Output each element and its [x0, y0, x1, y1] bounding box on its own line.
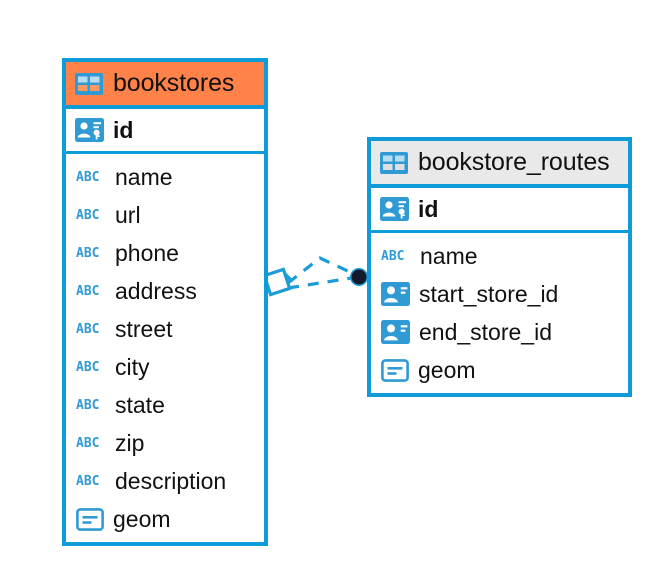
relationship-line-lower — [287, 276, 353, 290]
entity-bookstores[interactable]: bookstores id ABC name — [62, 58, 268, 546]
entity-bookstore-routes-header[interactable]: bookstore_routes — [371, 141, 628, 188]
relationship-source-diamond — [262, 267, 292, 297]
field-label: end_store_id — [419, 318, 552, 345]
relationship-line-upper — [287, 256, 353, 285]
relationship-target-circle — [350, 268, 368, 286]
entity-bookstore-routes-field-list: ABC name start_store_id — [371, 233, 628, 393]
field-row[interactable]: ABC state — [66, 386, 264, 424]
field-row[interactable]: ABC description — [66, 462, 264, 500]
field-row[interactable]: ABC address — [66, 272, 264, 310]
text-type-icon: ABC — [76, 283, 100, 299]
text-type-icon: ABC — [76, 321, 100, 337]
text-type-icon: ABC — [76, 435, 100, 451]
entity-bookstores-field-list: ABC name ABC url ABC phone ABC address A… — [66, 154, 264, 542]
field-label: name — [115, 163, 173, 190]
field-label: state — [115, 391, 165, 418]
field-row[interactable]: ABC street — [66, 310, 264, 348]
primary-key-icon — [380, 197, 409, 221]
geometry-type-icon — [381, 358, 409, 382]
field-row[interactable]: geom — [371, 351, 628, 389]
primary-key-icon — [75, 118, 104, 142]
field-row[interactable]: ABC city — [66, 348, 264, 386]
field-label: start_store_id — [419, 280, 559, 307]
field-label: zip — [115, 429, 145, 456]
foreign-key-icon — [381, 320, 410, 344]
text-type-icon: ABC — [381, 248, 405, 264]
text-type-icon: ABC — [76, 245, 100, 261]
field-label: address — [115, 277, 197, 304]
foreign-key-icon — [381, 282, 410, 306]
field-row[interactable]: end_store_id — [371, 313, 628, 351]
field-label: phone — [115, 239, 179, 266]
relationship-arrow-tail — [281, 270, 293, 282]
table-icon — [75, 72, 103, 95]
field-row[interactable]: geom — [66, 500, 264, 538]
field-label: city — [115, 353, 150, 380]
text-type-icon: ABC — [76, 359, 100, 375]
field-row[interactable]: ABC name — [66, 158, 264, 196]
field-row[interactable]: ABC zip — [66, 424, 264, 462]
entity-bookstore-routes-primary-key-row[interactable]: id — [371, 188, 628, 233]
entity-bookstores-primary-key-row[interactable]: id — [66, 109, 264, 154]
field-label: street — [115, 315, 173, 342]
table-icon — [380, 151, 408, 174]
entity-bookstores-pk-label: id — [113, 116, 134, 143]
entity-bookstore-routes-pk-label: id — [418, 195, 439, 222]
field-label: description — [115, 467, 227, 494]
geometry-type-icon — [76, 507, 104, 531]
text-type-icon: ABC — [76, 397, 100, 413]
entity-bookstore-routes-title: bookstore_routes — [418, 148, 610, 176]
text-type-icon: ABC — [76, 169, 100, 185]
field-label: name — [420, 242, 478, 269]
entity-bookstore-routes[interactable]: bookstore_routes id ABC name — [367, 137, 632, 397]
field-row[interactable]: ABC phone — [66, 234, 264, 272]
field-row[interactable]: ABC url — [66, 196, 264, 234]
text-type-icon: ABC — [76, 473, 100, 489]
entity-bookstores-title: bookstores — [113, 69, 235, 97]
field-label: geom — [418, 356, 476, 383]
entity-bookstores-header[interactable]: bookstores — [66, 62, 264, 109]
field-row[interactable]: start_store_id — [371, 275, 628, 313]
field-label: geom — [113, 505, 171, 532]
field-label: url — [115, 201, 141, 228]
field-row[interactable]: ABC name — [371, 237, 628, 275]
text-type-icon: ABC — [76, 207, 100, 223]
